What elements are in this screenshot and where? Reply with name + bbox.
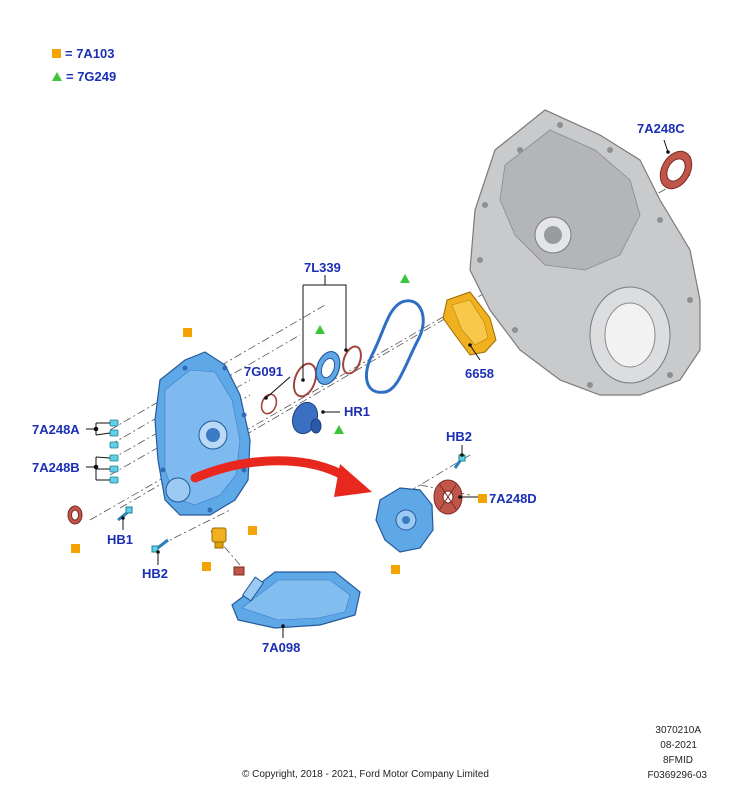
leader-dots <box>121 150 670 628</box>
seal-7A248C <box>659 150 693 190</box>
bolt-HB2-bottom <box>151 538 169 553</box>
figure-reference: F0369296-03 <box>647 770 708 781</box>
transmission-housing <box>469 109 701 396</box>
label-7A248D: 7A248D <box>489 491 537 506</box>
bolt-HB1 <box>117 506 133 522</box>
bolt-HB2-top <box>453 454 466 469</box>
label-HB2-bottom: HB2 <box>142 566 169 581</box>
seal-left <box>67 505 83 525</box>
label-7A098: 7A098 <box>262 640 301 655</box>
leader-lines <box>122 139 669 638</box>
label-7G091: 7G091 <box>244 364 284 379</box>
move-arrow <box>190 456 372 497</box>
markers-square <box>71 328 487 574</box>
copyright-text: © Copyright, 2018 - 2021, Ford Motor Com… <box>242 769 489 780</box>
legend-square-entry: = 7A103 <box>52 44 115 62</box>
label-7L339: 7L339 <box>304 260 341 275</box>
markers-triangle <box>315 274 410 434</box>
label-HB2-top: HB2 <box>446 429 473 444</box>
model-code: 8FMID <box>663 755 693 766</box>
legend-triangle-icon <box>52 71 62 81</box>
legend-square-icon <box>52 48 61 58</box>
seal-filter <box>233 566 245 576</box>
ring-7G091 <box>260 393 278 415</box>
label-6658: 6658 <box>465 366 494 381</box>
filter-7A098 <box>231 571 361 629</box>
callout-brackets-left <box>86 422 111 481</box>
hub-HR1 <box>291 401 322 435</box>
chain-7G249 <box>364 299 425 394</box>
seal-7A248D <box>433 479 463 515</box>
transfer-case-left <box>154 351 251 516</box>
legend-triangle-text: = 7G249 <box>66 68 117 84</box>
document-date: 08-2021 <box>660 740 697 751</box>
fitting-yellow <box>211 527 227 549</box>
label-HR1: HR1 <box>344 404 371 419</box>
label-7A248B: 7A248B <box>32 460 80 475</box>
document-code: 3070210A <box>655 725 701 736</box>
label-7A248A: 7A248A <box>32 422 80 437</box>
transfer-unit-right <box>375 487 434 553</box>
legend-square-text: = 7A103 <box>65 45 115 61</box>
legend-triangle-entry: = 7G249 <box>52 67 116 85</box>
seal-blue-ring <box>315 350 341 386</box>
gasket-6658 <box>442 291 497 356</box>
orings-7L339 <box>292 345 362 398</box>
label-HB1: HB1 <box>107 532 134 547</box>
label-7A248C: 7A248C <box>637 121 685 136</box>
